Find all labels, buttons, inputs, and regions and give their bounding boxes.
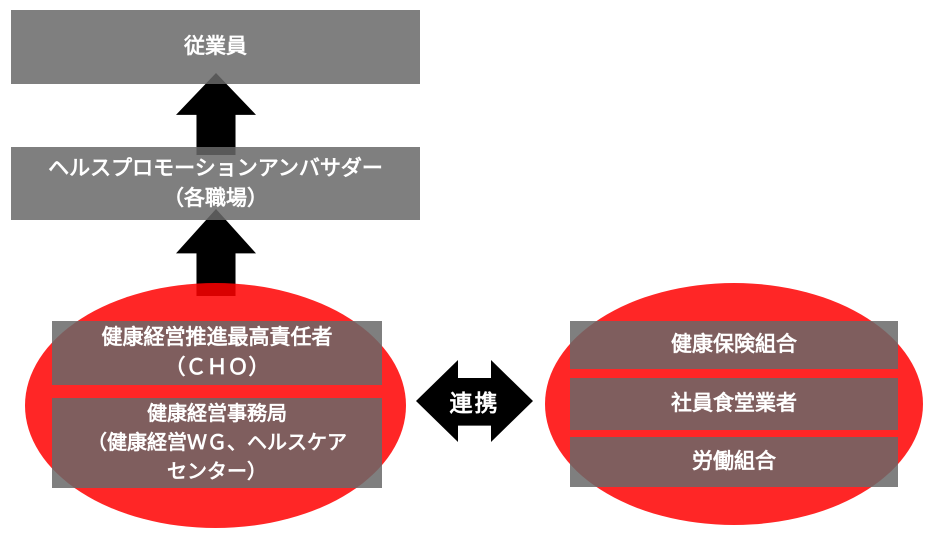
employees-label: 従業員 xyxy=(184,35,247,58)
cafeteria-box: 社員食堂業者 xyxy=(570,378,898,430)
insurance-box: 健康保険組合 xyxy=(570,321,898,369)
cho-box: 健康経営推進最高責任者 （ＣＨＯ） xyxy=(52,321,382,385)
up-arrow-icon xyxy=(176,73,256,155)
ambassador-label-line1: ヘルスプロモーションアンバサダー xyxy=(48,156,383,180)
insurance-label: 健康保険組合 xyxy=(671,333,797,356)
collaboration-label: 連携 xyxy=(449,390,500,416)
union-label: 労働組合 xyxy=(692,450,776,473)
office-label-line1: 健康経営事務局 xyxy=(147,402,287,425)
cho-label-line2: （ＣＨＯ） xyxy=(164,356,270,379)
employees-box: 従業員 xyxy=(11,10,420,84)
cho-label-line1: 健康経営推進最高責任者 xyxy=(101,326,333,349)
office-label-line3: センター） xyxy=(167,460,267,483)
ambassador-box: ヘルスプロモーションアンバサダー （各職場） xyxy=(11,147,420,220)
cafeteria-label: 社員食堂業者 xyxy=(671,392,797,415)
union-box: 労働組合 xyxy=(570,437,898,487)
office-label-line2: （健康経営ＷＧ、ヘルスケア xyxy=(87,431,347,454)
ambassador-label-line2: （各職場） xyxy=(163,186,268,210)
office-box: 健康経営事務局 （健康経営ＷＧ、ヘルスケア センター） xyxy=(52,398,382,488)
